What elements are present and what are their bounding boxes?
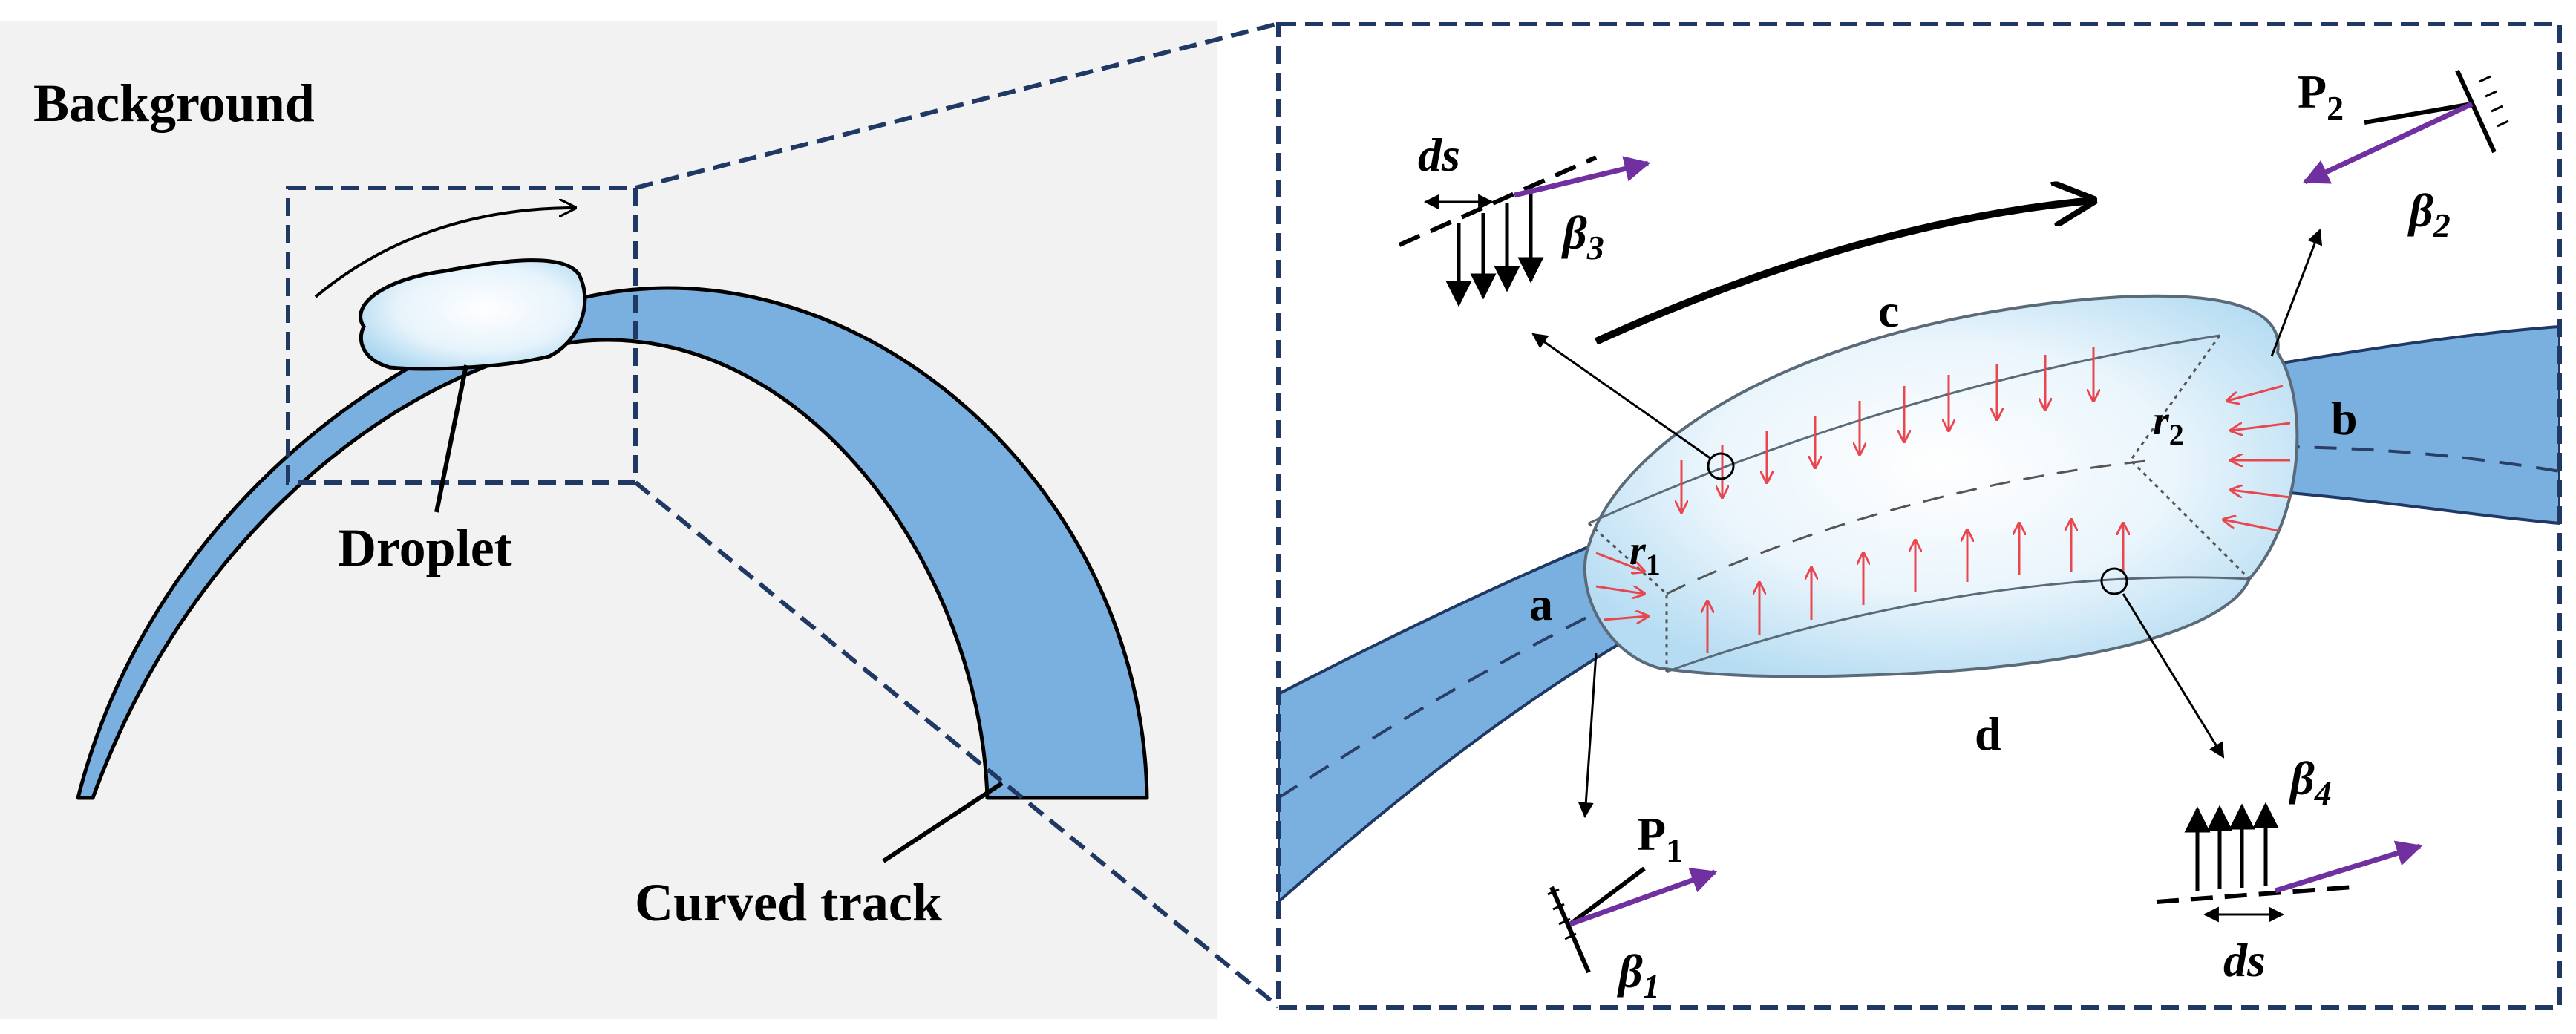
r1-base: r	[1629, 528, 1647, 574]
r1-sub: 1	[1646, 548, 1661, 581]
track-leader-line	[882, 781, 1004, 863]
background-label: Background	[33, 73, 315, 133]
p2-detail	[2302, 69, 2509, 185]
right-panel: a b c d r1 r2 P1 P2 β1 β2 β3 β4 ds ds	[1276, 22, 2562, 1010]
left-panel: Background Droplet Curved track	[0, 21, 1217, 1019]
curved-track	[76, 286, 1149, 800]
label-beta4: β4	[2289, 752, 2332, 812]
label-r1: r1	[1629, 528, 1661, 581]
leader-b	[2270, 229, 2323, 357]
connector-line-top	[635, 22, 1279, 190]
droplet-shape	[359, 258, 587, 371]
beta4-base: β	[2289, 752, 2315, 805]
p2-sub: 2	[2327, 89, 2344, 127]
beta2-sub: 2	[2433, 206, 2451, 244]
beta3-base: β	[1561, 206, 1587, 259]
label-b: b	[2331, 392, 2358, 445]
label-r2: r2	[2153, 398, 2184, 451]
connector-line-bottom	[634, 480, 1280, 1009]
r2-sub: 2	[2169, 418, 2184, 451]
droplet-label: Droplet	[338, 518, 512, 577]
p1-detail	[1547, 866, 1718, 974]
zoomed-motion-arrow	[1594, 200, 2093, 345]
sample-point-lower	[2100, 567, 2128, 595]
beta2-base: β	[2407, 184, 2433, 237]
label-d: d	[1975, 707, 2001, 760]
beta3-sub: 3	[1586, 229, 1604, 266]
r2-construction	[2129, 335, 2251, 580]
label-a: a	[1529, 577, 1553, 630]
sample-point-upper	[1707, 452, 1735, 480]
p2-base: P	[2298, 65, 2327, 118]
curved-track-label: Curved track	[635, 873, 942, 932]
r2-base: r	[2153, 398, 2170, 444]
label-ds-top: ds	[1418, 128, 1460, 181]
beta1-base: β	[1617, 945, 1643, 998]
leader-upper-sample	[1531, 333, 1712, 460]
zoom-frame	[286, 186, 638, 485]
ds-bottom-detail	[2156, 802, 2423, 923]
label-p1: P1	[1637, 808, 1683, 869]
ds-top-detail	[1398, 155, 1651, 307]
p1-base: P	[1637, 808, 1666, 860]
droplet-centerline	[1666, 459, 2154, 595]
label-p2: P2	[2298, 65, 2344, 127]
label-ds-bottom: ds	[2223, 934, 2266, 986]
contact-line-upper	[1588, 334, 2220, 525]
label-beta3: β3	[1561, 206, 1604, 266]
label-beta2: β2	[2407, 184, 2451, 244]
droplet-leader-line	[434, 364, 468, 513]
track-centerline	[1278, 445, 2560, 799]
motion-arrow	[314, 208, 575, 298]
beta1-sub: 1	[1643, 967, 1660, 1005]
p1-sub: 1	[1666, 831, 1683, 869]
contact-line-lower	[1666, 576, 2250, 673]
leader-lower-sample	[2122, 593, 2225, 759]
leader-a	[1578, 652, 1598, 819]
label-c: c	[1878, 284, 1899, 337]
right-panel-frame	[1276, 22, 2562, 1010]
r1-construction	[1587, 522, 1668, 672]
pressure-arrows	[1595, 347, 2291, 653]
label-beta1: β1	[1617, 945, 1660, 1005]
beta4-sub: 4	[2314, 774, 2332, 812]
